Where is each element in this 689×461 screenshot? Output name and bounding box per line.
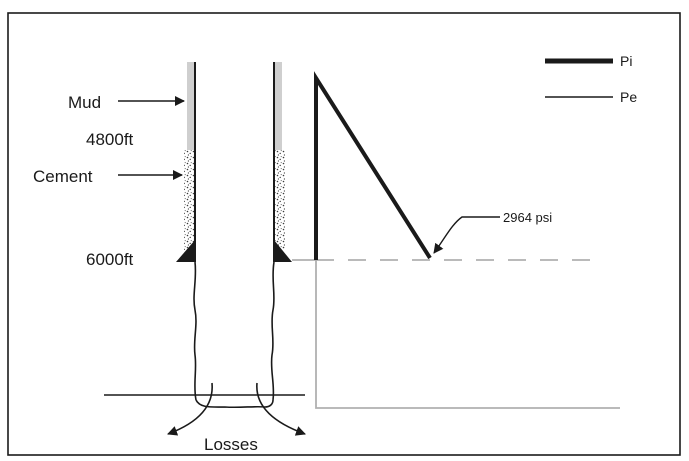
mud-annulus-left: [187, 62, 195, 152]
pressure-callout-label: 2964 psi: [503, 210, 552, 225]
losses-label: Losses: [204, 435, 258, 454]
pressure-callout-leader: [433, 216, 500, 254]
outer-frame: [7, 12, 681, 456]
loss-arrow-right: [256, 382, 306, 436]
mud-annulus-right: [274, 62, 282, 152]
pi-pressure-line: [314, 71, 432, 260]
casing-shoe-left: [176, 240, 195, 262]
mud-label: Mud: [68, 93, 101, 112]
pe-pressure-line: [315, 260, 620, 409]
casing-shoe-right: [274, 240, 292, 262]
depth-top-label: 4800ft: [86, 130, 134, 149]
legend-pi-label: Pi: [620, 53, 632, 69]
cement-label: Cement: [33, 167, 93, 186]
open-hole-wall-left: [193, 261, 197, 401]
depth-shoe-label: 6000ft: [86, 250, 134, 269]
cement-annulus-left: [184, 150, 195, 250]
cement-annulus-right: [274, 150, 285, 250]
legend-pe-label: Pe: [620, 89, 637, 105]
loss-arrow-left: [167, 382, 213, 436]
open-hole-wall-right: [270, 261, 275, 401]
